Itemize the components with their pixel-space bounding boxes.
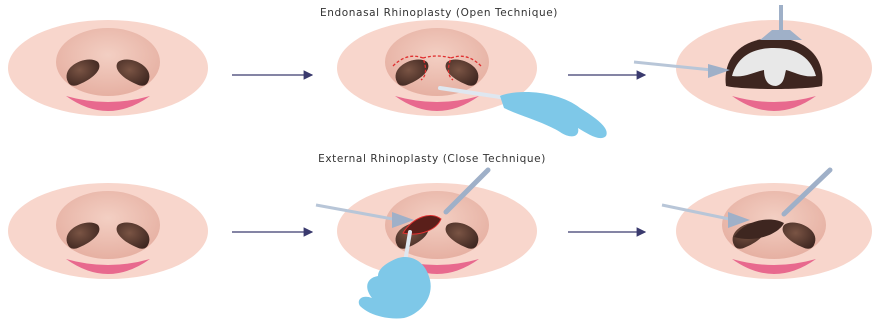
nose: [385, 28, 489, 96]
nose: [56, 191, 160, 259]
face-top-1: [8, 20, 208, 116]
face-bottom-2: [337, 183, 537, 279]
face-bottom-1: [8, 183, 208, 279]
glove: [500, 92, 607, 138]
face-bottom-3: [676, 183, 872, 279]
nose: [56, 28, 160, 96]
